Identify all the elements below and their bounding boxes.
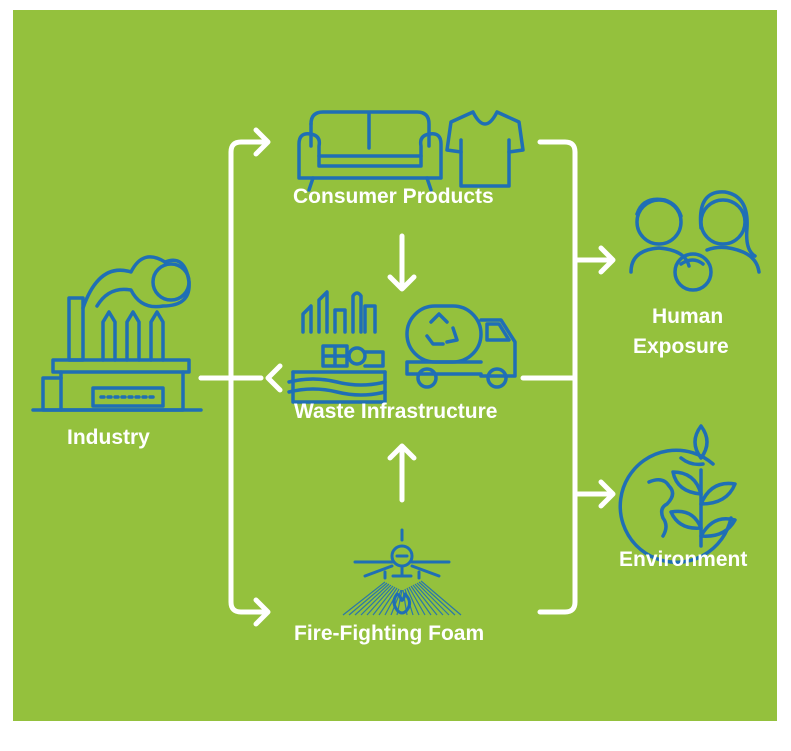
- label-human-exposure-line1: Human: [652, 305, 724, 328]
- arrow-foam-to-waste: [387, 443, 417, 503]
- foam-spray: [342, 580, 462, 616]
- diagram-canvas: [13, 10, 777, 721]
- label-consumer-products: Consumer Products: [293, 185, 494, 208]
- label-industry: Industry: [67, 426, 150, 449]
- arrow-consumer-to-waste: [387, 233, 417, 292]
- arrow-to-environment: [572, 479, 616, 509]
- tshirt-icon: [445, 110, 525, 188]
- label-human-exposure-line2: Exposure: [633, 335, 729, 358]
- arrowhead-foam: [253, 597, 271, 627]
- industrial-plant-icon: [287, 290, 387, 404]
- label-waste-infrastructure: Waste Infrastructure: [294, 400, 498, 423]
- diagram-panel: Industry Consumer Products Waste Infrast…: [13, 10, 777, 721]
- arrowhead-consumer: [253, 127, 271, 157]
- family-icon: [629, 190, 761, 292]
- airplane-foam-icon: [353, 528, 451, 615]
- label-firefighting-foam: Fire-Fighting Foam: [294, 622, 485, 645]
- panel-background: [13, 10, 777, 721]
- arrow-to-human-exposure: [572, 245, 616, 275]
- globe-plant-icon: [618, 424, 737, 564]
- recycling-truck-icon: [405, 304, 517, 389]
- factory-icon: [31, 255, 203, 412]
- arrowhead-waste: [265, 363, 283, 393]
- label-environment: Environment: [619, 548, 748, 571]
- sofa-icon: [297, 110, 443, 192]
